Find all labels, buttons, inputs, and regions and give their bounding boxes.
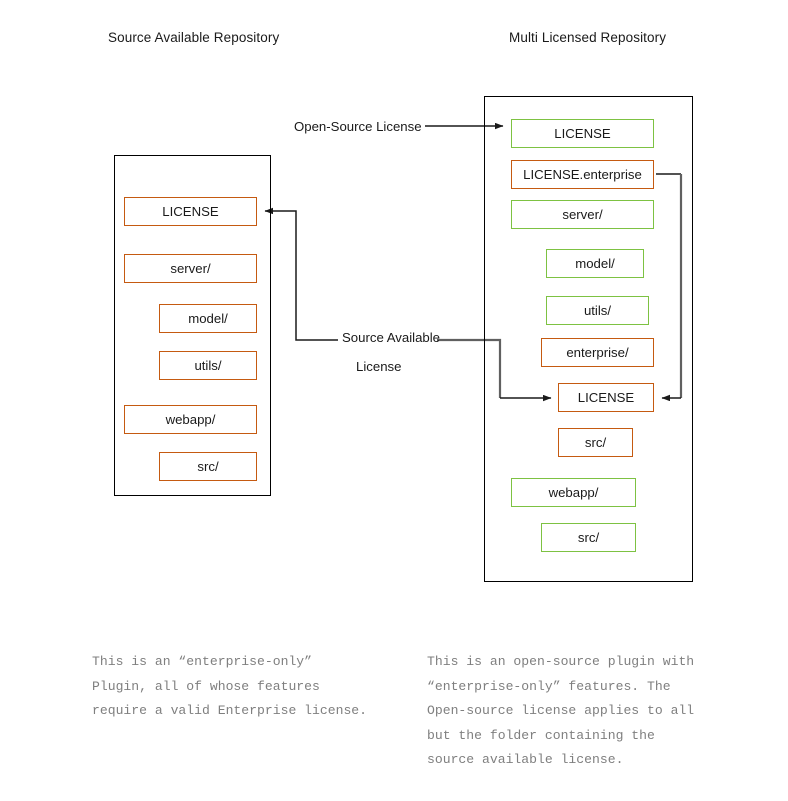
right-node-model[interactable]: model/ xyxy=(546,249,644,278)
left-node-src[interactable]: src/ xyxy=(159,452,257,481)
right-repo-title: Multi Licensed Repository xyxy=(509,30,667,45)
left-node-model[interactable]: model/ xyxy=(159,304,257,333)
edge-label-source-available-line1: Source Available xyxy=(342,330,440,345)
right-node-utils[interactable]: utils/ xyxy=(546,296,649,325)
left-node-license[interactable]: LICENSE xyxy=(124,197,257,226)
right-repo-frame xyxy=(484,96,693,582)
left-repo-caption: This is an “enter­prise-only” Plugin, al… xyxy=(92,654,368,718)
left-node-webapp[interactable]: webapp/ xyxy=(124,405,257,434)
left-node-server[interactable]: server/ xyxy=(124,254,257,283)
right-node-enterprise-src[interactable]: src/ xyxy=(558,428,633,457)
left-repo-title: Source Available Repository xyxy=(108,30,280,45)
right-node-server[interactable]: server/ xyxy=(511,200,654,229)
right-node-enterprise-license[interactable]: LICENSE xyxy=(558,383,654,412)
right-node-license-enterprise[interactable]: LICENSE.enterprise xyxy=(511,160,654,189)
right-node-license[interactable]: LICENSE xyxy=(511,119,654,148)
edge-label-open-source-license: Open-Source License xyxy=(294,119,422,134)
right-node-enterprise-folder[interactable]: enterprise/ xyxy=(541,338,654,367)
left-repo-frame xyxy=(114,155,271,496)
right-node-webapp-src[interactable]: src/ xyxy=(541,523,636,552)
left-node-utils[interactable]: utils/ xyxy=(159,351,257,380)
edge-label-source-available-line2: License xyxy=(356,359,402,374)
right-repo-caption: This is an open-source plugin with “ente… xyxy=(427,654,695,767)
right-node-webapp[interactable]: webapp/ xyxy=(511,478,636,507)
edge-source-available-to-left xyxy=(264,207,338,341)
